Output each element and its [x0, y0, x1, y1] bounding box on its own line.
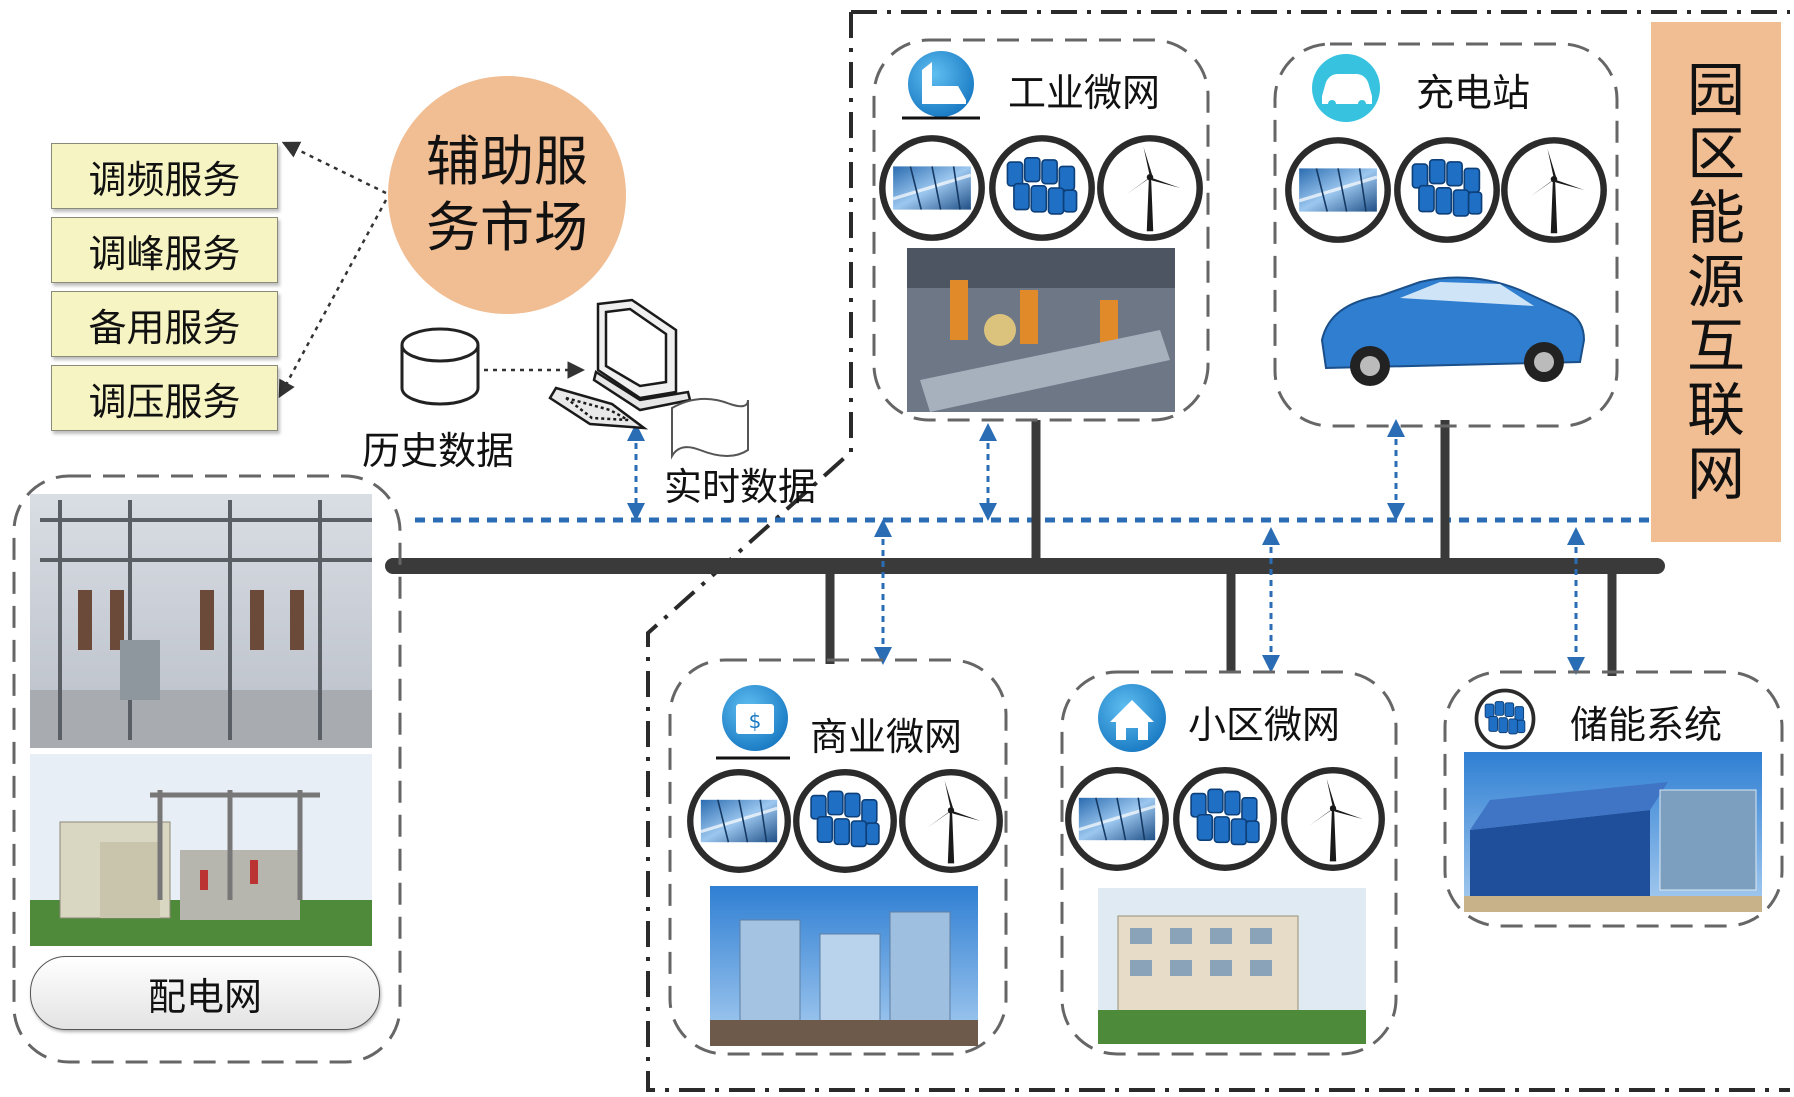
database-icon: [400, 327, 480, 406]
history-data-label: 历史数据: [362, 429, 515, 473]
car-photo: [1298, 258, 1596, 412]
industrial-frame: [872, 38, 1210, 422]
svg-text:$: $: [749, 709, 762, 733]
charging-wind-icon: [1504, 140, 1603, 239]
document-icon: [671, 397, 749, 460]
storage-frame: [1443, 670, 1784, 928]
charging-station-title: 充电站: [1416, 71, 1531, 115]
industrial-solar-icon: [882, 138, 981, 237]
park-title-char: 能: [1686, 184, 1745, 252]
storage-photo: [1464, 752, 1762, 912]
factory-icon: [902, 51, 980, 120]
commercial-building-photo: [710, 886, 978, 1046]
comm-arrows: [627, 419, 1585, 675]
storage-system-title: 储能系统: [1570, 703, 1723, 747]
residential-solar-icon: [1068, 770, 1166, 868]
park-title-char: 园: [1686, 56, 1745, 124]
industrial-wind-icon: [1100, 138, 1199, 237]
service-reserve: 备用服务: [51, 291, 278, 357]
park-title-char: 互: [1686, 312, 1745, 380]
market-arrows: [278, 141, 388, 399]
computer-icon: [548, 298, 692, 430]
factory-photo: [907, 248, 1175, 412]
charging-frame: [1273, 42, 1619, 428]
charging-battery-icon: [1397, 140, 1496, 239]
commercial-battery-icon: [796, 772, 894, 870]
house-icon: [1098, 684, 1166, 752]
park-title-char: 区: [1686, 120, 1745, 188]
industrial-battery-icon: [992, 138, 1091, 237]
market-label: 辅助服务市场: [426, 130, 588, 259]
car-icon: [1312, 54, 1380, 122]
substation-photo: [30, 494, 372, 748]
park-title-char: 源: [1686, 248, 1745, 316]
service-voltage: 调压服务: [51, 365, 278, 431]
distribution-grid-label: 配电网: [30, 956, 380, 1030]
commercial-microgrid-title: 商业微网: [810, 715, 963, 759]
industrial-microgrid-title: 工业微网: [1008, 71, 1161, 115]
bus-drops: [825, 420, 1617, 676]
residential-battery-icon: [1176, 770, 1274, 868]
park-title-char: 联: [1686, 376, 1745, 444]
auxiliary-service-market: 辅助服务市场: [388, 76, 626, 314]
commercial-wind-icon: [902, 772, 1000, 870]
residential-building-photo: [1098, 888, 1366, 1044]
park-boundary: [646, 10, 1790, 1092]
commercial-frame: [668, 658, 1008, 1056]
charging-solar-icon: [1288, 140, 1387, 239]
money-icon: $: [716, 685, 790, 760]
substation-building-photo: [30, 754, 372, 946]
residential-frame: [1060, 670, 1398, 1056]
service-peak-shaving: 调峰服务: [51, 217, 278, 283]
park-title-char: 网: [1686, 440, 1745, 508]
realtime-data-label: 实时数据: [664, 465, 817, 509]
residential-microgrid-title: 小区微网: [1188, 703, 1341, 747]
commercial-solar-icon: [690, 772, 788, 870]
park-energy-internet-title: 园区能源互联网: [1651, 22, 1781, 542]
storage-battery-icon: [1474, 688, 1536, 750]
residential-wind-icon: [1284, 770, 1382, 868]
distribution-frame: [12, 474, 402, 1064]
service-frequency: 调频服务: [51, 143, 278, 209]
